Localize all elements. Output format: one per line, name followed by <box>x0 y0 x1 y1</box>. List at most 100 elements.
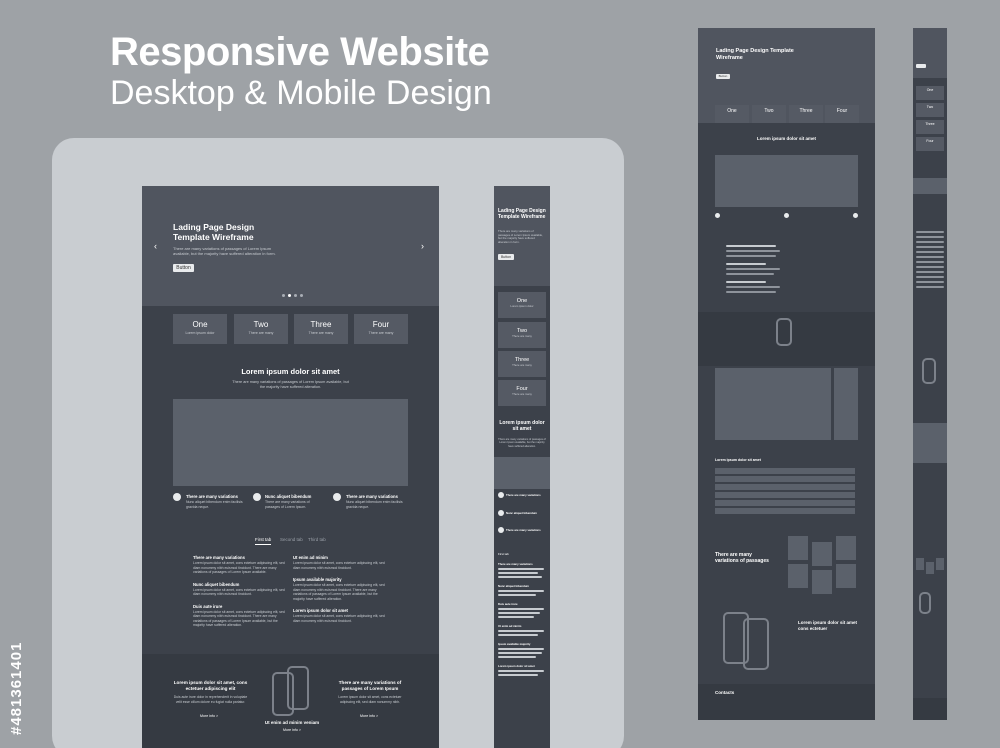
card-label: Three <box>925 122 935 126</box>
long-media-placeholder <box>715 155 858 207</box>
feature-icon <box>498 527 504 533</box>
hero-text: There are many variations of passages of… <box>173 246 276 256</box>
long-card-four[interactable]: Four <box>825 105 859 123</box>
tab-item-text: Lorem ipsum dolor sit amet, cons ectetue… <box>293 614 385 623</box>
hero-section: Lading Page Design Template Wireframe Th… <box>142 186 439 306</box>
card-three[interactable]: Three There are many <box>294 314 348 344</box>
gallery-tile <box>812 542 832 566</box>
promo-center-caption: Ut enim ad minim veniam <box>264 720 320 725</box>
card-label: One <box>727 108 737 114</box>
tab-second[interactable]: Second tab <box>280 537 303 542</box>
card-sub: There are many <box>248 331 274 335</box>
card-sub: There are many <box>512 392 532 396</box>
narrow-card-two[interactable]: Two <box>916 103 944 117</box>
narrow-card-four[interactable]: Four <box>916 137 944 151</box>
tab-third[interactable]: Third tab <box>308 537 326 542</box>
promo-center-link[interactable]: More info > <box>282 728 302 732</box>
card-label: Three <box>799 108 813 114</box>
card-sub: Lorem ipsum dolor <box>185 331 215 335</box>
narrow-card-three[interactable]: Three <box>916 120 944 134</box>
mobile-media-placeholder <box>494 457 550 489</box>
phone-outline-icon <box>776 318 792 346</box>
feature-title: There are many variations <box>186 494 238 499</box>
phone-outline-icon <box>272 672 294 716</box>
tab-item-title: Nunc aliquet bibendum <box>193 581 240 587</box>
long-promo <box>698 312 875 366</box>
long-media-large <box>715 368 831 440</box>
promo-left-link[interactable]: More info > <box>200 714 219 718</box>
gallery-tile <box>836 564 856 588</box>
tab-item-title: Duis aute irure <box>193 603 223 609</box>
long-table <box>715 468 855 516</box>
card-label: Two <box>764 108 774 114</box>
long-contacts-title: Contacts <box>715 690 735 695</box>
phone-outline-icon <box>743 618 769 670</box>
tab-item-title: Duis aute irure <box>498 602 518 606</box>
long-tab-lines <box>726 242 846 296</box>
promo-right-title: There are many variations of passages of… <box>338 680 402 691</box>
card-label: Four <box>372 320 390 329</box>
narrow-mobile-mockup: One Two Three Four <box>913 28 947 720</box>
card-two[interactable]: Two There are many <box>234 314 288 344</box>
long-card-one[interactable]: One <box>715 105 749 123</box>
mobile-section-title: Lorem ipsum dolor sit amet <box>499 420 545 432</box>
tab-item-text: Lorem ipsum dolor sit amet, cons ectetue… <box>193 609 285 628</box>
gallery-tile <box>926 562 934 574</box>
narrow-hero-button[interactable] <box>916 64 926 68</box>
tab-column-left: There are many variations Lorem ipsum do… <box>193 555 287 628</box>
tab-item-title: Ipsum available majority <box>498 642 531 646</box>
long-section-title: Lorem ipsum dolor sit amet <box>756 136 816 141</box>
long-desktop-mockup: Lading Page Design Template Wireframe Bu… <box>698 28 875 720</box>
hero-button[interactable]: Button <box>173 264 194 272</box>
tab-item-title: Nunc aliquet bibendum <box>498 584 529 588</box>
mobile-tab-first[interactable]: First tab <box>498 552 509 556</box>
tab-item-text: Lorem ipsum dolor sit amet, cons ectetue… <box>293 583 385 601</box>
tab-item-title: Ut enim ad minim <box>498 624 522 628</box>
card-sub: There are many <box>512 363 532 367</box>
mobile-hero-button[interactable]: Button <box>498 254 514 260</box>
next-arrow-icon[interactable]: › <box>421 241 424 251</box>
promo-right-link[interactable]: More info > <box>360 714 379 718</box>
mobile-tab-content: There are many variations Nunc aliquet b… <box>498 562 546 678</box>
long-card-two[interactable]: Two <box>752 105 786 123</box>
long-card-three[interactable]: Three <box>789 105 823 123</box>
card-label: Three <box>310 320 332 329</box>
gallery-tile <box>936 558 944 570</box>
phone-outline-icon <box>919 592 931 614</box>
prev-arrow-icon[interactable]: ‹ <box>154 241 157 251</box>
card-label: Three <box>514 357 530 363</box>
tab-first[interactable]: First tab <box>255 537 272 545</box>
card-one[interactable]: One Lorem ipsum dolor <box>173 314 227 344</box>
card-four[interactable]: Four There are many <box>354 314 408 344</box>
promo-left-title: Lorem ipsum dolor sit amet, cons ectetue… <box>173 680 248 691</box>
mobile-hero-text: There are many variations of passages of… <box>498 229 543 244</box>
card-sub: There are many <box>512 334 532 338</box>
feature-icon <box>333 493 341 501</box>
narrow-card-one[interactable]: One <box>916 86 944 100</box>
feature-text: Nunc aliquet bibendum enim facilisis gra… <box>186 500 243 509</box>
tab-item-title: Ipsum available majority <box>293 577 342 582</box>
mobile-section-text: There are many variations of passages of… <box>498 438 546 448</box>
tab-item-text: Lorem ipsum dolor sit amet, cons ectetue… <box>293 561 385 570</box>
feature-text: Nunc aliquet bibendum enim facilisis gra… <box>346 500 403 509</box>
promo-section: Lorem ipsum dolor sit amet, cons ectetue… <box>142 654 439 748</box>
card-label: Two <box>516 328 528 334</box>
tab-item-title: There are many variations <box>498 562 533 566</box>
tab-item-text: Lorem ipsum dolor sit amet, cons ectetue… <box>193 561 285 574</box>
card-sub: Lorem ipsum dolor <box>510 304 534 308</box>
long-gallery-title: There are many variations of passages <box>715 552 769 564</box>
gallery-tile <box>788 536 808 560</box>
gallery-tile <box>788 564 808 588</box>
subheadline: Desktop & Mobile Design <box>110 74 492 112</box>
gallery-tile <box>916 558 924 570</box>
phone-outline-icon <box>287 666 309 710</box>
long-hero-button[interactable]: Button <box>716 74 730 79</box>
carousel-dots[interactable] <box>282 294 303 297</box>
tab-item-title: Ut enim ad minim <box>293 555 328 560</box>
narrow-footer <box>913 698 947 720</box>
tab-item-title: Lorem ipsum dolor sit amet <box>293 608 348 613</box>
